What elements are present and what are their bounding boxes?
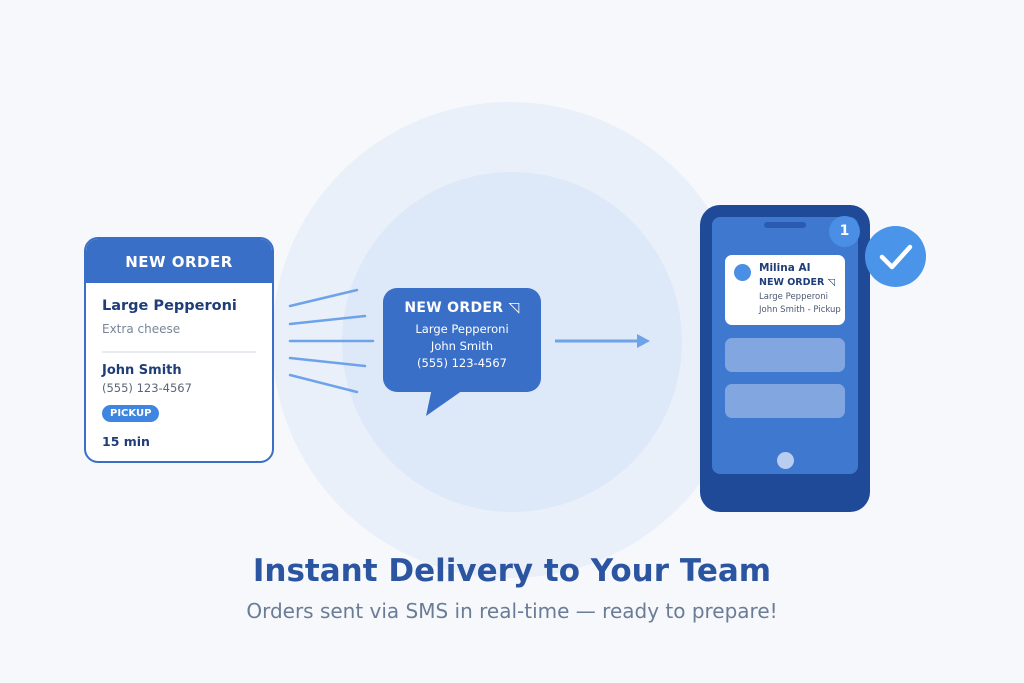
sms-item: Large Pepperoni — [415, 322, 509, 336]
order-item: Large Pepperoni — [102, 298, 237, 314]
customer-name: John Smith — [102, 363, 182, 378]
sms-phone: (555) 123-4567 — [417, 356, 507, 370]
order-card: NEW ORDER Large Pepperoni Extra cheese J… — [84, 237, 274, 463]
placeholder-message — [725, 384, 845, 418]
pizza-icon: ◹ — [827, 277, 835, 288]
check-icon — [865, 226, 926, 287]
notification-detail: John Smith - Pickup — [759, 305, 841, 315]
pizza-icon: ◹ — [508, 300, 520, 316]
motion-lines-icon — [288, 288, 650, 394]
notification-sender: Milina AI — [759, 262, 811, 274]
bubble-tail — [426, 388, 466, 416]
home-button — [777, 452, 794, 469]
phone-speaker — [764, 222, 806, 228]
subheadline: Orders sent via SMS in real-time — ready… — [246, 599, 778, 623]
order-note: Extra cheese — [102, 322, 181, 336]
headline: Instant Delivery to Your Team — [252, 553, 772, 589]
pickup-badge: PICKUP — [102, 405, 160, 422]
notification-badge: 1 — [829, 216, 860, 247]
notification-item: Large Pepperoni — [759, 292, 828, 302]
placeholder-message — [725, 338, 845, 372]
sms-title: NEW ORDER — [404, 300, 504, 316]
customer-phone: (555) 123-4567 — [102, 381, 192, 395]
order-card-header: NEW ORDER — [86, 239, 272, 283]
divider — [102, 351, 256, 353]
prep-time: 15 min — [102, 434, 150, 449]
sender-avatar — [734, 264, 751, 281]
sms-customer: John Smith — [430, 339, 494, 353]
sms-notification[interactable]: Milina AI NEW ORDER ◹ Large Pepperoni Jo… — [725, 255, 845, 325]
sms-bubble: NEW ORDER ◹ Large Pepperoni John Smith (… — [383, 288, 541, 392]
notification-title: NEW ORDER — [759, 277, 825, 288]
